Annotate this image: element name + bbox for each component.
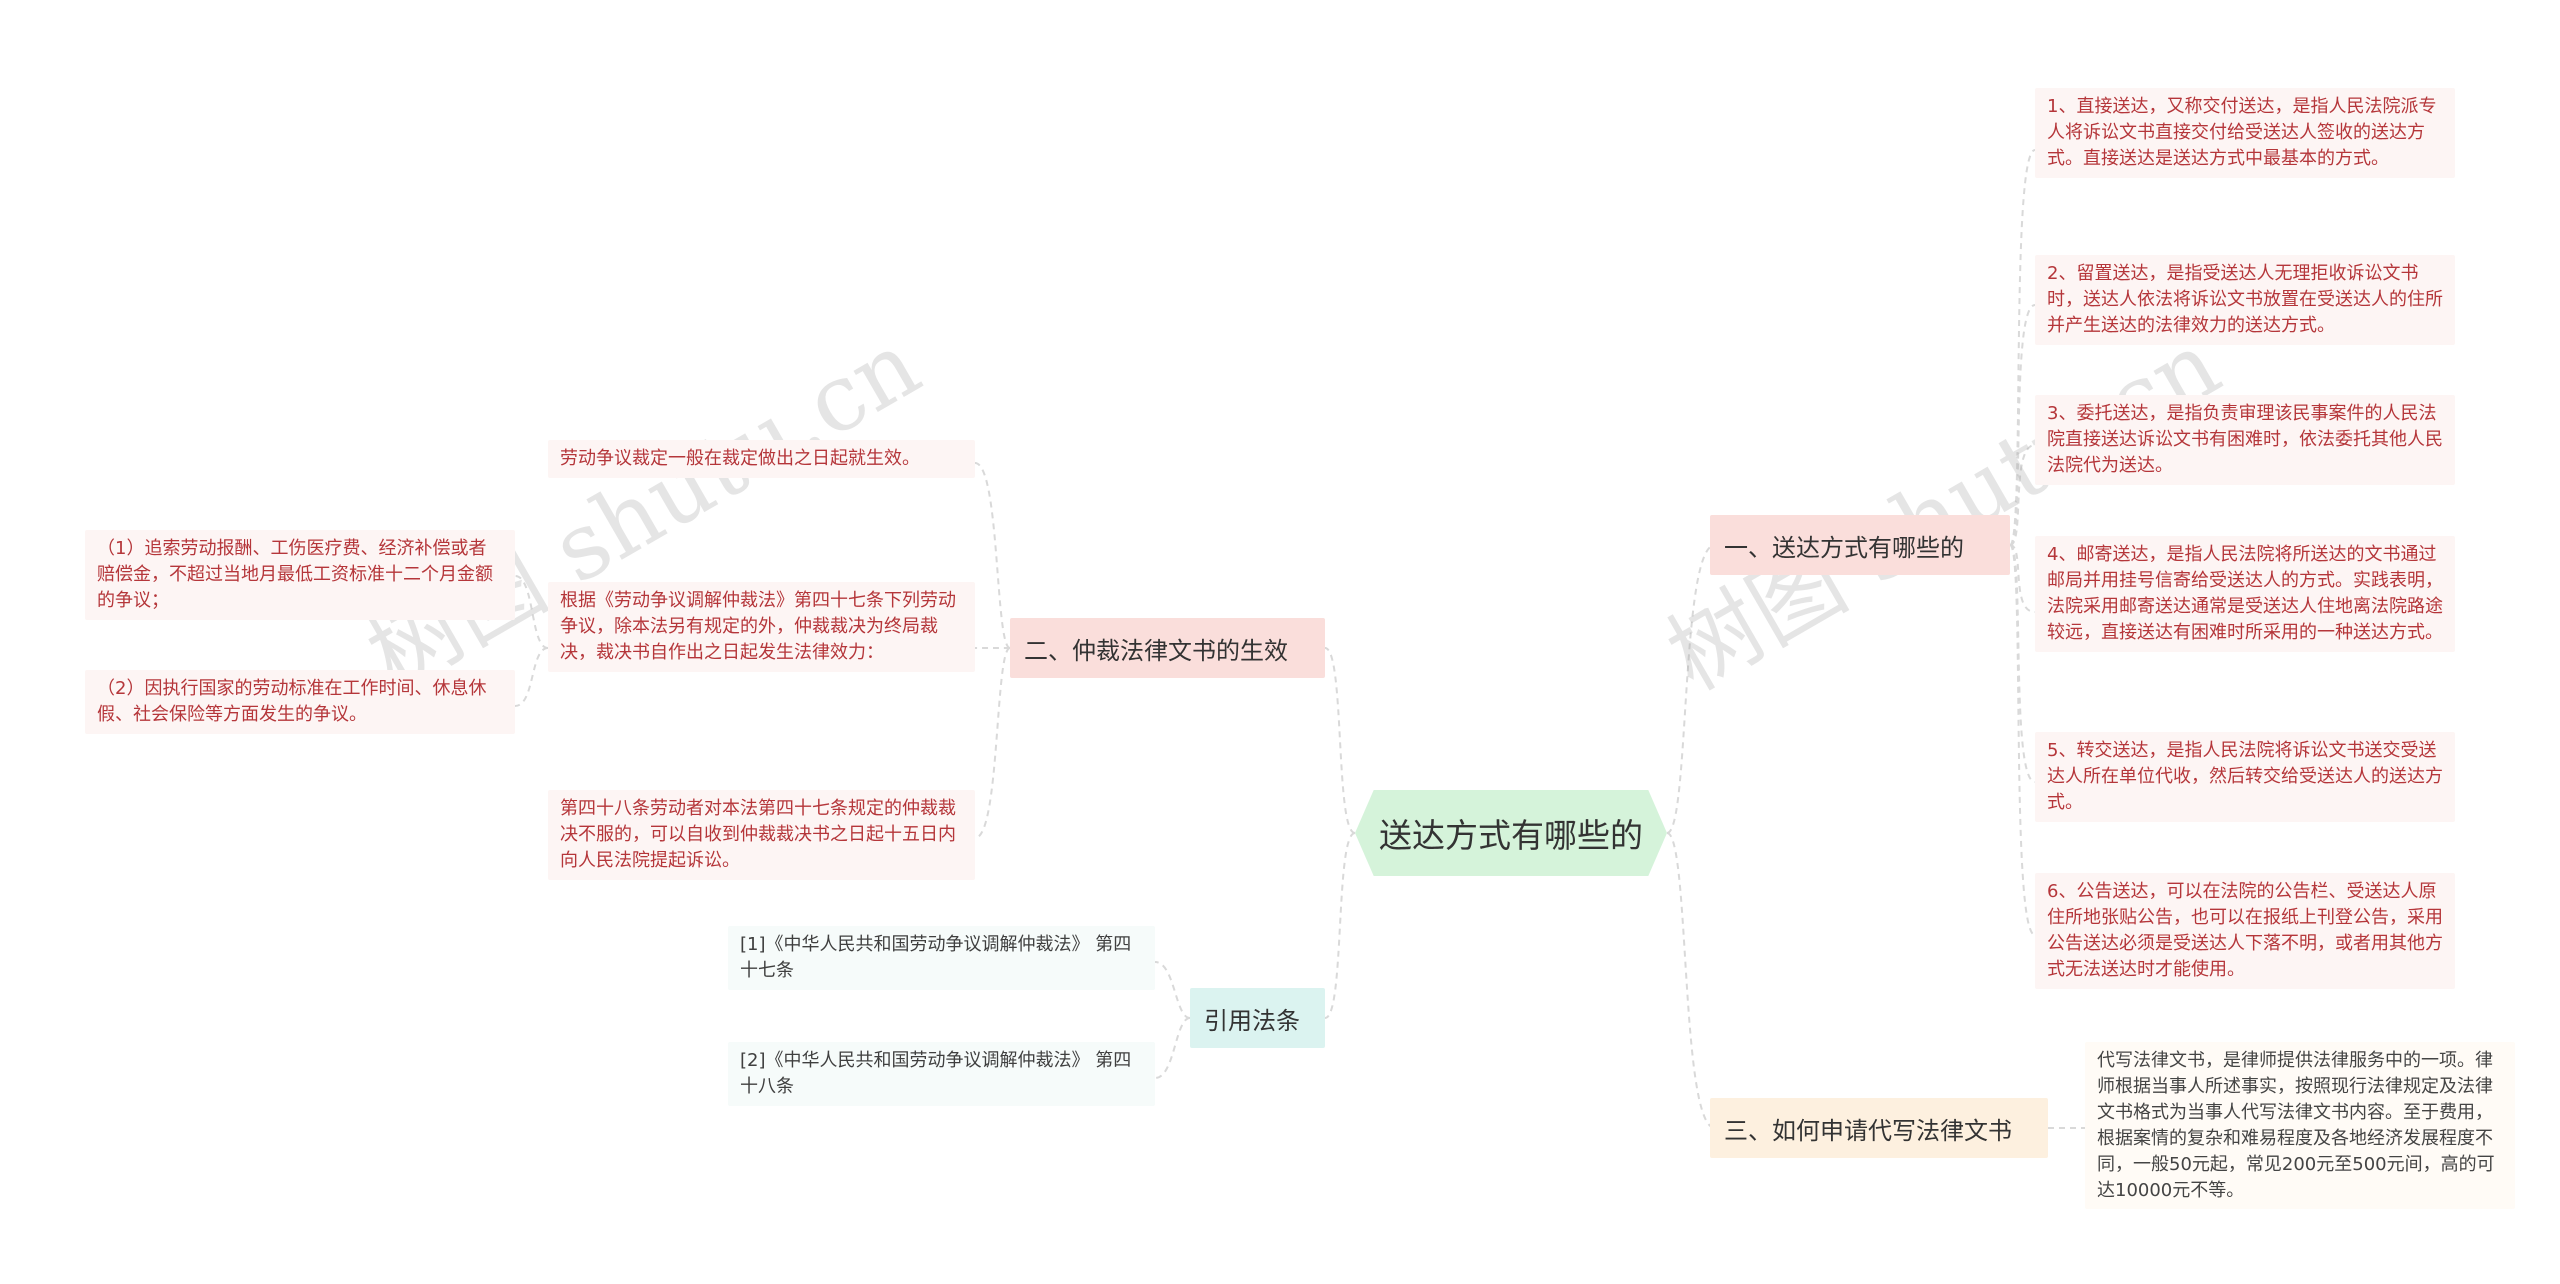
citation-item-1[interactable]: [1]《中华人民共和国劳动争议调解仲裁法》 第四十七条 [728,926,1155,990]
method-item-2[interactable]: 2、留置送达，是指受送达人无理拒收诉讼文书时，送达人依法将诉讼文书放置在受送达人… [2035,255,2455,345]
entrust-note[interactable]: 代写法律文书，是律师提供法律服务中的一项。律师根据当事人所述事实，按照现行法律规… [2085,1042,2515,1210]
branch-methods[interactable]: 一、送达方式有哪些的 [1710,515,2010,575]
method-item-4[interactable]: 4、邮寄送达，是指人民法院将所送达的文书通过邮局并用挂号信寄给受送达人的方式。实… [2035,536,2455,652]
arbitration-subitem-1[interactable]: （1）追索劳动报酬、工伤医疗费、经济补偿或者赔偿金，不超过当地月最低工资标准十二… [85,530,515,620]
method-item-3[interactable]: 3、委托送达，是指负责审理该民事案件的人民法院直接送达诉讼文书有困难时，依法委托… [2035,395,2455,485]
method-item-6[interactable]: 6、公告送达，可以在法院的公告栏、受送达人原住所地张贴公告，也可以在报纸上刊登公… [2035,873,2455,989]
branch-methods-label: 一、送达方式有哪些的 [1724,533,1964,562]
branch-citations[interactable]: 引用法条 [1190,988,1325,1048]
method-item-5[interactable]: 5、转交送达，是指人民法院将诉讼文书送交受送达人所在单位代收，然后转交给受送达人… [2035,732,2455,822]
branch-citations-label: 引用法条 [1204,1006,1300,1035]
arbitration-item-1[interactable]: 劳动争议裁定一般在裁定做出之日起就生效。 [548,440,975,478]
branch-arbitration-label: 二、仲裁法律文书的生效 [1024,636,1288,665]
arbitration-subitem-2[interactable]: （2）因执行国家的劳动标准在工作时间、休息休假、社会保险等方面发生的争议。 [85,670,515,734]
citation-item-2[interactable]: [2]《中华人民共和国劳动争议调解仲裁法》 第四十八条 [728,1042,1155,1106]
root-topic-label: 送达方式有哪些的 [1379,816,1643,855]
branch-entrust[interactable]: 三、如何申请代写法律文书 [1710,1098,2048,1158]
arbitration-item-2[interactable]: 根据《劳动争议调解仲裁法》第四十七条下列劳动争议，除本法另有规定的外，仲裁裁决为… [548,582,975,672]
branch-arbitration[interactable]: 二、仲裁法律文书的生效 [1010,618,1325,678]
arbitration-item-3[interactable]: 第四十八条劳动者对本法第四十七条规定的仲裁裁决不服的，可以自收到仲裁裁决书之日起… [548,790,975,880]
method-item-1[interactable]: 1、直接送达，又称交付送达，是指人民法院派专人将诉讼文书直接交付给受送达人签收的… [2035,88,2455,178]
branch-entrust-label: 三、如何申请代写法律文书 [1724,1116,2012,1145]
root-topic[interactable]: 送达方式有哪些的 [1355,790,1667,876]
